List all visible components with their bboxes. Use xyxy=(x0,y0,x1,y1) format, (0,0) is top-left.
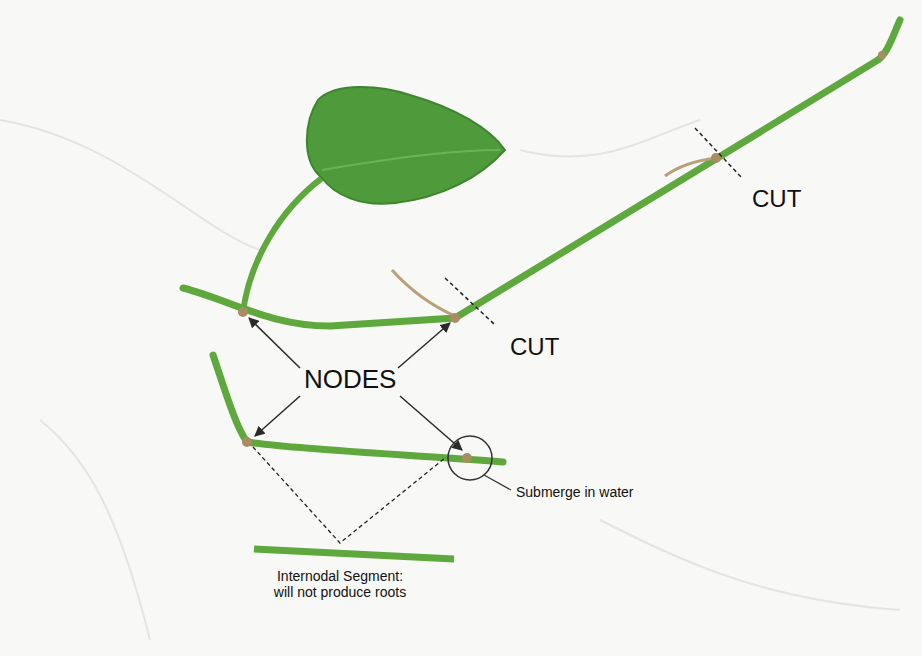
marble-veins xyxy=(0,120,900,640)
cut-label: CUT xyxy=(510,333,559,361)
stem xyxy=(183,20,900,326)
marble-vein xyxy=(520,120,700,157)
aerial-root xyxy=(665,158,716,176)
aerial-root xyxy=(392,270,455,316)
cut-line xyxy=(695,128,742,178)
marble-vein xyxy=(600,520,900,610)
segment-bracket xyxy=(253,447,445,543)
leaf-vein xyxy=(322,150,500,170)
leaf xyxy=(307,87,505,204)
arrow xyxy=(398,323,450,368)
cut-line xyxy=(445,278,494,324)
marble-vein xyxy=(0,120,260,250)
petiole xyxy=(243,178,322,312)
stem-node xyxy=(242,437,252,447)
leader-line xyxy=(484,475,511,490)
stem-node xyxy=(462,453,472,463)
stem-node xyxy=(878,51,886,59)
stem-node xyxy=(450,313,460,323)
stem-node xyxy=(238,307,248,317)
arrow xyxy=(255,396,300,436)
segment-note: Internodal Segment: will not produce roo… xyxy=(270,568,410,600)
arrow xyxy=(249,318,300,368)
marble-vein xyxy=(40,420,150,640)
note-label: Submerge in water xyxy=(516,484,634,500)
node-arrows xyxy=(249,318,462,450)
cut-label: CUT xyxy=(752,185,801,213)
cutting-stem xyxy=(213,355,503,462)
arrow xyxy=(400,396,462,450)
nodes-label: NODES xyxy=(304,365,396,395)
internodal-segment xyxy=(254,549,454,559)
